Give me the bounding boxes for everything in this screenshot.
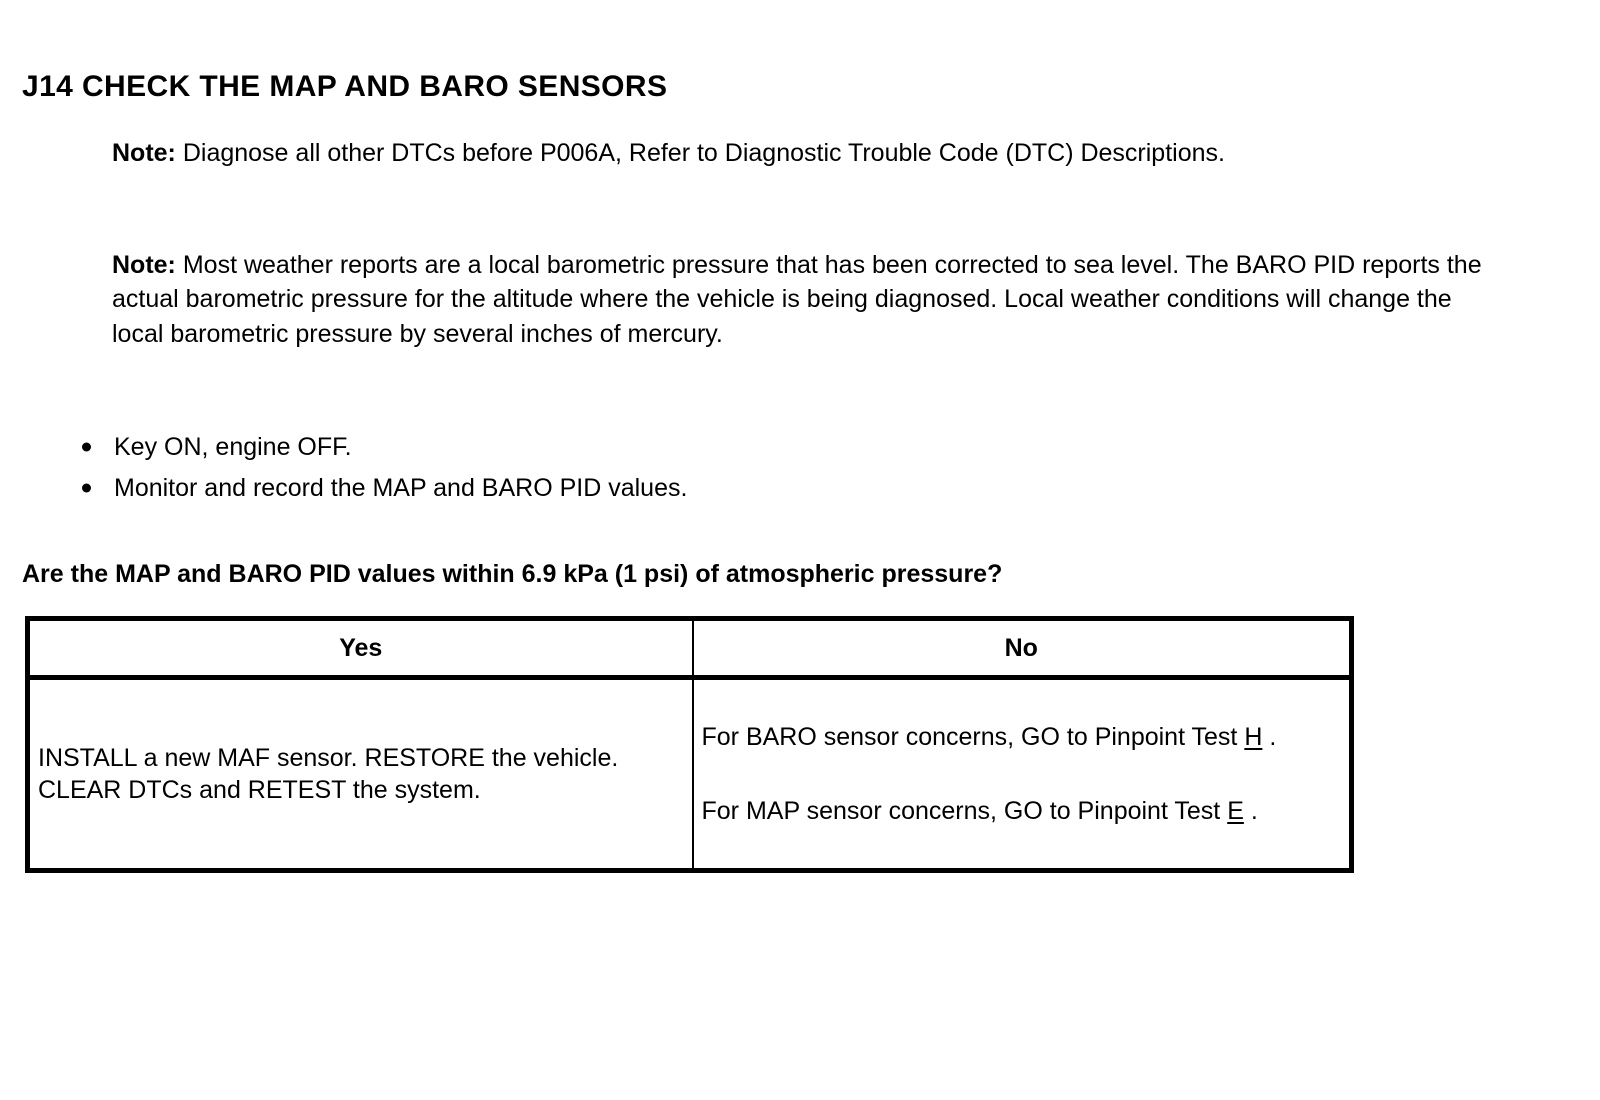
column-header-yes: Yes bbox=[26, 617, 694, 680]
procedure-step-list: Key ON, engine OFF. Monitor and record t… bbox=[74, 427, 1274, 508]
note-text: Diagnose all other DTCs before P006A, Re… bbox=[175, 139, 1225, 167]
column-header-no: No bbox=[691, 617, 1353, 680]
note-block-2: Note: Most weather reports are a local b… bbox=[112, 248, 1482, 351]
list-item-label: Key ON, engine OFF. bbox=[114, 433, 352, 461]
bullet-dot-icon bbox=[82, 442, 91, 452]
no-action-map-suffix: . bbox=[1243, 797, 1258, 825]
page-title: J14 CHECK THE MAP AND BARO SENSORS bbox=[22, 70, 668, 104]
table-header-row: Yes No bbox=[26, 617, 1353, 680]
no-action-baro: For BARO sensor concerns, GO to Pinpoint… bbox=[702, 721, 1344, 753]
pinpoint-test-link-h[interactable]: H bbox=[1244, 723, 1263, 751]
table-row: INSTALL a new MAF sensor. RESTORE the ve… bbox=[26, 676, 1353, 872]
note-block-1: Note: Diagnose all other DTCs before P00… bbox=[112, 136, 1482, 170]
no-action-map-prefix: For MAP sensor concerns, GO to Pinpoint … bbox=[701, 797, 1228, 825]
decision-question: Are the MAP and BARO PID values within 6… bbox=[22, 560, 1003, 588]
note-label: Note: bbox=[112, 139, 176, 167]
no-action-map: For MAP sensor concerns, GO to Pinpoint … bbox=[702, 795, 1344, 827]
cell-yes-action: INSTALL a new MAF sensor. RESTORE the ve… bbox=[26, 676, 694, 872]
list-item: Monitor and record the MAP and BARO PID … bbox=[74, 468, 1274, 509]
list-item: Key ON, engine OFF. bbox=[74, 427, 1274, 468]
note-text: Most weather reports are a local baromet… bbox=[112, 251, 1482, 348]
note-label: Note: bbox=[112, 251, 176, 279]
no-action-baro-suffix: . bbox=[1262, 723, 1277, 751]
no-action-baro-prefix: For BARO sensor concerns, GO to Pinpoint… bbox=[701, 723, 1245, 751]
decision-table: Yes No INSTALL a new MAF sensor. RESTORE… bbox=[25, 616, 1354, 873]
pinpoint-test-link-e[interactable]: E bbox=[1227, 797, 1244, 825]
bullet-dot-icon bbox=[82, 483, 91, 493]
cell-no-action: For BARO sensor concerns, GO to Pinpoint… bbox=[691, 676, 1353, 872]
list-item-label: Monitor and record the MAP and BARO PID … bbox=[114, 473, 688, 502]
